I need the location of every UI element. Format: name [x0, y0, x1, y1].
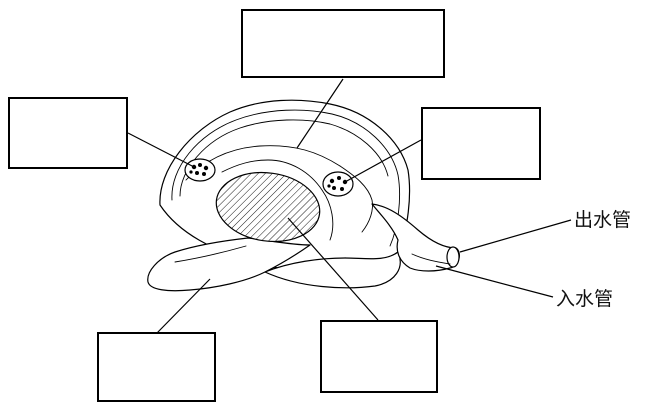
leader-incurrent-siphon — [435, 265, 554, 298]
leader-lower-left — [156, 278, 211, 334]
siphon-opening — [446, 246, 460, 268]
answer-box-lower-left[interactable] — [97, 332, 216, 402]
anterior-adductor-muscle — [184, 158, 216, 182]
excurrent-siphon-label: 出水管 — [574, 209, 631, 231]
incurrent-siphon-label: 入水管 — [556, 288, 613, 310]
leader-top-center — [296, 78, 344, 149]
siphon-body — [371, 203, 460, 272]
answer-box-upper-left[interactable] — [8, 97, 128, 169]
foot-detail — [174, 245, 247, 263]
mantle-line-3 — [339, 165, 373, 233]
leader-upper-left — [127, 132, 197, 169]
posterior-adductor-muscle — [322, 171, 354, 197]
clam-illustration — [147, 99, 460, 292]
answer-box-top-center[interactable] — [241, 9, 445, 78]
anterior-adductor-texture — [189, 163, 209, 176]
leader-lower-right — [287, 217, 379, 321]
answer-box-lower-right[interactable] — [320, 320, 438, 393]
answer-boxes — [8, 9, 541, 402]
answer-box-upper-right[interactable] — [421, 107, 541, 180]
mantle-line-2 — [221, 159, 334, 241]
foot — [147, 237, 311, 292]
shell-inner-rim — [171, 109, 400, 247]
leader-lines — [127, 78, 572, 334]
leader-upper-right — [344, 139, 422, 183]
siphon-divider — [411, 253, 451, 265]
leader-excurrent-siphon — [459, 219, 572, 253]
